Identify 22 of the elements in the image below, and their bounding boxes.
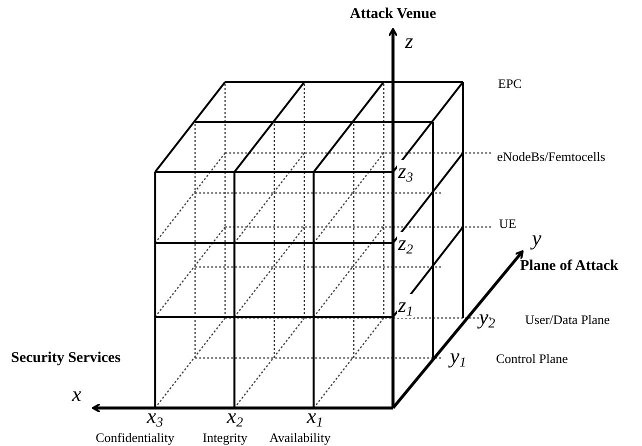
axis-value-label: eNodeBs/Femtocells <box>497 150 606 164</box>
axis-value-label: User/Data Plane <box>525 313 610 328</box>
axis-variable: x$_{3}$ <box>146 405 164 430</box>
axis-variable: z$_{3}$ <box>397 160 414 184</box>
axis-variable: z$_{1}$ <box>397 294 414 318</box>
axis-title: Plane of Attack <box>520 258 618 274</box>
axis-value-label: Integrity <box>202 431 248 446</box>
axis-value-label: EPC <box>498 77 522 92</box>
axis-variable: x$_{1}$ <box>306 405 324 430</box>
axis-variable: y$_{1}$ <box>450 345 466 370</box>
axis-variable: x <box>72 383 82 406</box>
axis-value-label: Control Plane <box>496 352 568 366</box>
axis-variable: x$_{2}$ <box>226 405 244 430</box>
axis-title: Security Services <box>11 350 121 366</box>
axis-value-label: UE <box>499 217 516 232</box>
axis-variable: z$_{2}$ <box>397 232 414 256</box>
axis-variable: y <box>532 227 542 250</box>
axis-value-label: Confidentiality <box>96 431 174 446</box>
axis-variable: y$_{2}$ <box>479 306 496 330</box>
axis-value-label: Availability <box>269 431 331 446</box>
axis-variable: z <box>405 30 414 54</box>
axis-title: Attack Venue <box>350 6 436 22</box>
